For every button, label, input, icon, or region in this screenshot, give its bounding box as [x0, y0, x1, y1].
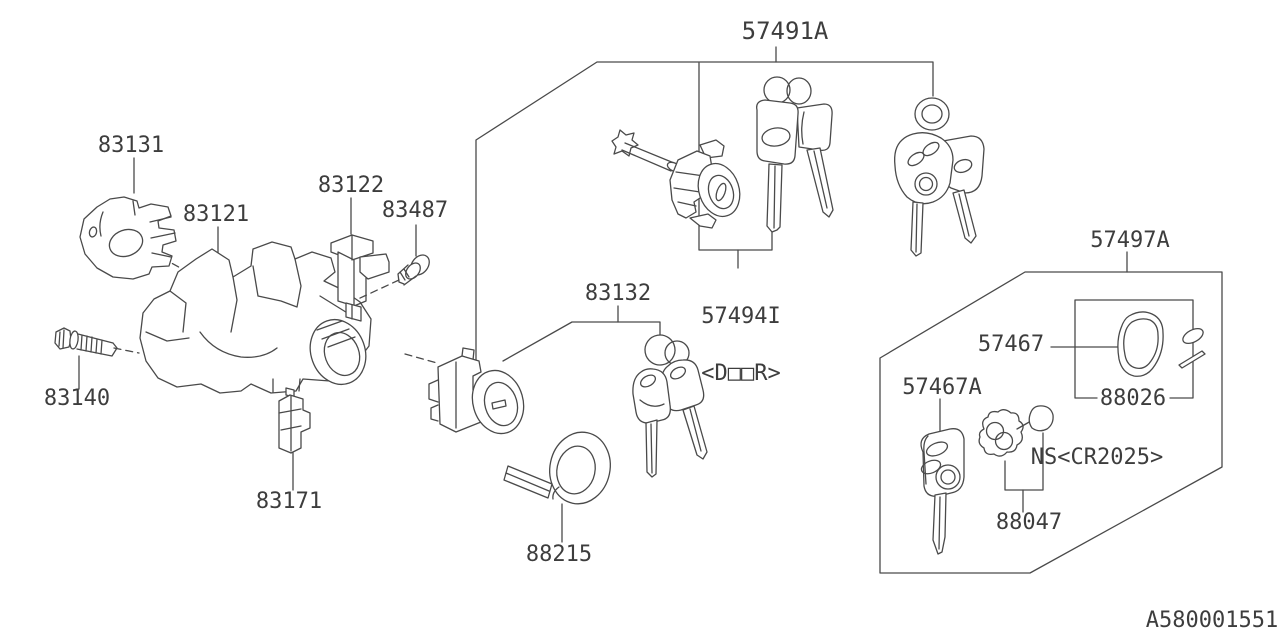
part-cr2025-battery — [1028, 405, 1054, 432]
part-57491A-master-keys — [756, 76, 834, 233]
label-57467A: 57467A — [902, 375, 982, 400]
label-57494I: 57494I <D□□R> — [701, 269, 780, 421]
bracket-88047 — [1004, 432, 1044, 491]
label-57494I-variant: <D□□R> — [701, 361, 781, 386]
label-83487: 83487 — [381, 198, 449, 223]
label-83132: 83132 — [584, 281, 652, 306]
dash-83140-to-housing — [113, 347, 140, 354]
label-57467: 57467 — [977, 332, 1045, 357]
label-83122: 83122 — [317, 173, 385, 198]
part-83140-screw — [54, 327, 118, 357]
label-83171: 83171 — [255, 489, 323, 514]
part-57467A-key — [920, 428, 965, 555]
part-88026-oval — [1178, 327, 1206, 369]
bracket-57491A — [475, 61, 934, 364]
box-57497A — [879, 271, 1223, 574]
label-88047: 88047 — [995, 510, 1063, 535]
part-57467-pad — [1117, 311, 1164, 377]
label-88215: 88215 — [525, 542, 593, 567]
bracket-83132 — [502, 321, 661, 362]
label-battery-spec: NS<CR2025> — [1030, 445, 1164, 470]
part-83487-screw — [397, 254, 430, 286]
box-88026 — [1074, 299, 1194, 399]
part-83132-keys — [632, 334, 708, 478]
label-57497A: 57497A — [1090, 228, 1170, 253]
dash-barrel-to-cylinder — [404, 353, 438, 364]
label-57491A: 57491A — [741, 17, 829, 45]
label-83131: 83131 — [97, 133, 165, 158]
part-83132-key-cylinder — [428, 347, 525, 435]
part-83122-ignition-switch — [330, 234, 390, 322]
part-83171-solenoid — [278, 387, 311, 454]
part-57491A-remote-keys — [894, 97, 985, 257]
label-57494I-number: 57494I — [701, 304, 781, 329]
label-83140: 83140 — [43, 386, 111, 411]
part-88215-cap — [503, 431, 611, 505]
part-83131-switch-body — [79, 196, 177, 280]
label-88026: 88026 — [1099, 386, 1167, 411]
part-88047-transmitter — [978, 409, 1032, 457]
part-83121-lock-housing — [139, 241, 372, 394]
drawing-code: A580001551 — [1145, 608, 1279, 633]
label-83121: 83121 — [182, 202, 250, 227]
part-57494-door-cylinder — [611, 129, 741, 229]
